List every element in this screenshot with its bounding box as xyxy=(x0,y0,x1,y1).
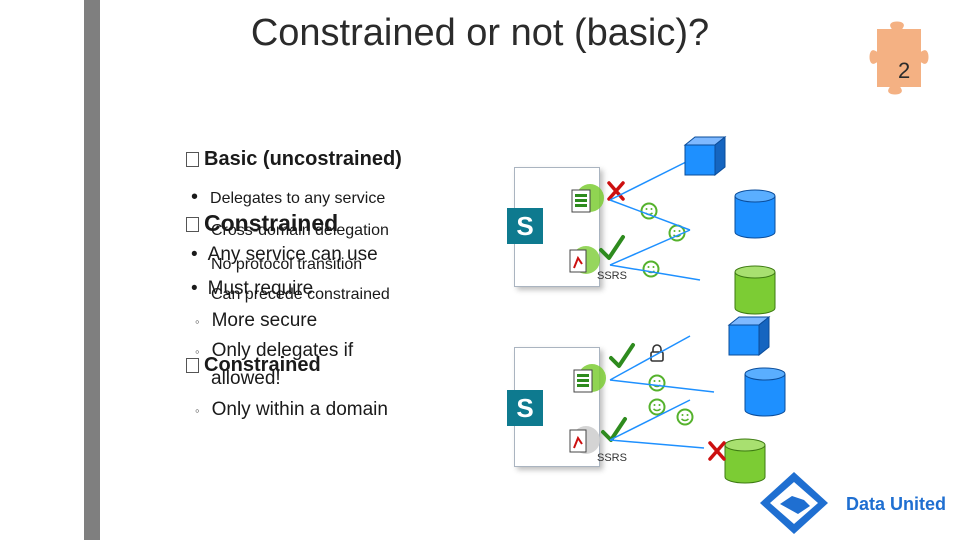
sub-bullet-3: ◦Only within a domain xyxy=(195,399,388,420)
smiley-icon xyxy=(676,408,694,426)
sharepoint-logo-bottom: S xyxy=(507,390,543,426)
check-icon xyxy=(599,235,625,260)
basic-bullet-2: Cross-domain delegation xyxy=(211,222,389,239)
basic-bullet-1: •Delegates to any service xyxy=(191,186,386,208)
cube-icon xyxy=(683,135,727,177)
bullet-icon: • xyxy=(191,278,198,299)
ssrs-report-icon xyxy=(569,426,600,454)
connector-lines-bottom xyxy=(609,335,715,449)
sharepoint-logo-top: S xyxy=(507,208,543,244)
constrained-heading-2: Constrained xyxy=(204,354,321,376)
checkbox-square-icon xyxy=(186,152,199,168)
sub-bullet-1: ◦More secure xyxy=(195,310,318,331)
lock-icon xyxy=(650,344,664,362)
database-blue-icon xyxy=(734,189,776,239)
cube-icon xyxy=(727,315,771,357)
data-united-logo-text: Data United xyxy=(846,494,947,514)
ssrs-label-bottom: SSRS xyxy=(597,452,627,464)
cross-icon xyxy=(708,441,726,461)
bullet-icon: • xyxy=(191,244,198,265)
database-green-icon xyxy=(734,265,776,315)
connector-lines-top xyxy=(609,159,701,281)
data-united-logo-icon xyxy=(760,472,828,534)
puzzle-icon: 2 xyxy=(867,20,931,97)
constrained-heading-1: Constrained xyxy=(204,210,339,236)
basic-bullet-3: No protocol transition xyxy=(211,256,363,273)
checkbox-square-icon xyxy=(186,358,199,374)
slide-title: Constrained or not (basic)? xyxy=(250,12,710,54)
database-blue-icon xyxy=(744,367,786,417)
cross-icon xyxy=(607,181,625,201)
excel-gear-icon xyxy=(571,184,604,213)
ssrs-report-icon xyxy=(569,246,600,274)
excel-gear-icon xyxy=(573,364,606,393)
constrained-heading-row-1: Constrained xyxy=(186,210,338,237)
smiley-icon xyxy=(648,398,666,416)
ssrs-label-top: SSRS xyxy=(597,270,627,282)
basic-bullet-4: Can precede constrained xyxy=(211,286,390,303)
constrained-heading-row-2: Constrained xyxy=(186,354,321,377)
basic-heading-row: Basic (uncostrained) xyxy=(186,148,402,171)
constrained-bullet-1: •Any service can use xyxy=(191,244,378,265)
sub-bullet-2: ◦Only delegates if xyxy=(195,340,354,361)
puzzle-number: 2 xyxy=(898,58,910,83)
database-green-icon xyxy=(724,438,766,484)
constrained-bullet-2: •Must require xyxy=(191,278,314,299)
side-bar xyxy=(84,0,100,540)
checkbox-square-icon xyxy=(186,217,199,233)
basic-heading: Basic (uncostrained) xyxy=(204,148,402,170)
check-icon xyxy=(609,343,635,368)
bullet-icon: • xyxy=(191,186,199,208)
sub-bullet-2-cont: allowed! xyxy=(211,368,281,389)
